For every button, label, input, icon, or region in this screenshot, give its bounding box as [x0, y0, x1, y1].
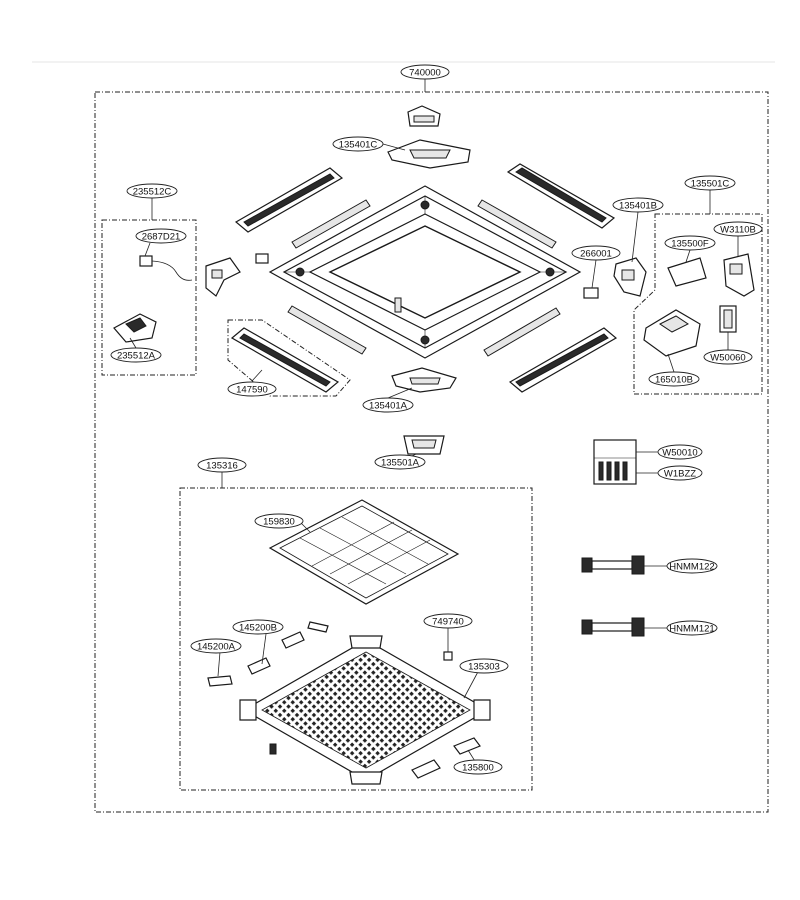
- clip-145200A: [207, 675, 233, 687]
- label-165010B: 165010B: [655, 375, 693, 386]
- callout-749740: 749740: [423, 613, 473, 629]
- callout-235512A: 235512A: [110, 347, 162, 363]
- callout-740000: 740000: [400, 64, 450, 80]
- callout-135303: 135303: [459, 658, 509, 674]
- callout-135501A: 135501A: [374, 454, 426, 470]
- part-235512A-board: [113, 313, 157, 343]
- frame-135316: [179, 487, 533, 791]
- callout-159830: 159830: [254, 513, 304, 529]
- inner-bars: [287, 199, 561, 357]
- label-135401C: 135401C: [339, 140, 378, 151]
- callout-135501C: 135501C: [684, 175, 736, 191]
- callout-W1BZZ: W1BZZ: [657, 465, 703, 481]
- callout-W3110B: W3110B: [713, 221, 763, 237]
- label-235512C: 235512C: [133, 187, 172, 198]
- cabinet-frame-part: [268, 185, 582, 359]
- callout-2687D21: 2687D21: [135, 228, 187, 244]
- frame-135501C: [633, 213, 763, 395]
- part-266001: [583, 287, 599, 299]
- callout-135800: 135800: [453, 759, 503, 775]
- callout-145200A: 145200A: [190, 638, 242, 654]
- side-rail-upper-left: [234, 167, 344, 233]
- callout-W50010: W50010: [657, 444, 703, 460]
- callout-145200B: 145200B: [232, 619, 284, 635]
- clip-small-left: [255, 253, 269, 264]
- callout-235512C: 235512C: [126, 183, 178, 199]
- label-266001: 266001: [580, 249, 612, 260]
- grille-135303: [239, 635, 491, 785]
- bracket-135501A: [403, 435, 445, 455]
- hose-HNMM121: [581, 617, 645, 637]
- label-135501A: 135501A: [381, 458, 420, 469]
- screw-set: [593, 439, 637, 485]
- corner-panel-top: [407, 105, 441, 127]
- label-740000: 740000: [409, 68, 441, 79]
- clip-top-small: [307, 621, 329, 633]
- frame-235512C: [101, 219, 197, 376]
- clip-145200B-a: [247, 657, 271, 675]
- label-HNMM122: HNMM122: [669, 562, 714, 573]
- callout-HNMM122: HNMM122: [666, 558, 718, 574]
- clip-bracket-right-135401B: [613, 257, 647, 297]
- part-W50060: [719, 305, 737, 333]
- callout-135316: 135316: [197, 457, 247, 473]
- label-145200B: 145200B: [239, 623, 277, 634]
- part-165010B-box: [643, 309, 701, 357]
- frame-147590: [227, 319, 351, 397]
- label-W1BZZ: W1BZZ: [664, 469, 696, 480]
- label-749740: 749740: [432, 617, 464, 628]
- callout-165010B: 165010B: [648, 371, 700, 387]
- callout-135401B: 135401B: [612, 197, 664, 213]
- label-W50010: W50010: [662, 448, 697, 459]
- label-159830: 159830: [263, 517, 295, 528]
- corner-panel-135401A: [391, 367, 457, 393]
- side-rail-upper-right: [506, 163, 616, 229]
- label-235512A: 235512A: [117, 351, 156, 362]
- filter-159830: [268, 499, 460, 605]
- part-135500F: [667, 257, 707, 287]
- side-rail-lower-right: [508, 327, 618, 393]
- label-145200A: 145200A: [197, 642, 236, 653]
- label-135316: 135316: [206, 461, 238, 472]
- side-rail-lower-left: [230, 327, 340, 393]
- callout-135500F: 135500F: [664, 235, 716, 251]
- label-147590: 147590: [236, 385, 268, 396]
- callout-266001: 266001: [571, 245, 621, 261]
- corner-panel-135401C: [387, 139, 471, 169]
- hose-HNMM122: [581, 555, 645, 575]
- label-135800: 135800: [462, 763, 494, 774]
- screw-small-lower: [269, 743, 277, 755]
- label-135501C: 135501C: [691, 179, 730, 190]
- label-135401A: 135401A: [369, 401, 408, 412]
- callout-147590: 147590: [227, 381, 277, 397]
- callout-135401A: 135401A: [362, 397, 414, 413]
- label-135500F: 135500F: [671, 239, 709, 250]
- label-W3110B: W3110B: [720, 225, 756, 236]
- label-135303: 135303: [468, 662, 500, 673]
- callout-135401C: 135401C: [332, 136, 384, 152]
- label-135401B: 135401B: [619, 201, 657, 212]
- frame-740000: [94, 91, 769, 813]
- clip-bracket-left: [205, 257, 241, 297]
- callout-HNMM121: HNMM121: [666, 620, 718, 636]
- part-749740: [443, 651, 453, 661]
- label-W50060: W50060: [710, 353, 745, 364]
- label-2687D21: 2687D21: [142, 232, 181, 243]
- callout-W50060: W50060: [703, 349, 753, 365]
- part-135800-clips: [411, 737, 481, 779]
- part-W3110B: [723, 253, 755, 297]
- label-HNMM121: HNMM121: [669, 624, 714, 635]
- clip-145200B-b: [281, 631, 305, 649]
- part-2687D21: [139, 255, 193, 281]
